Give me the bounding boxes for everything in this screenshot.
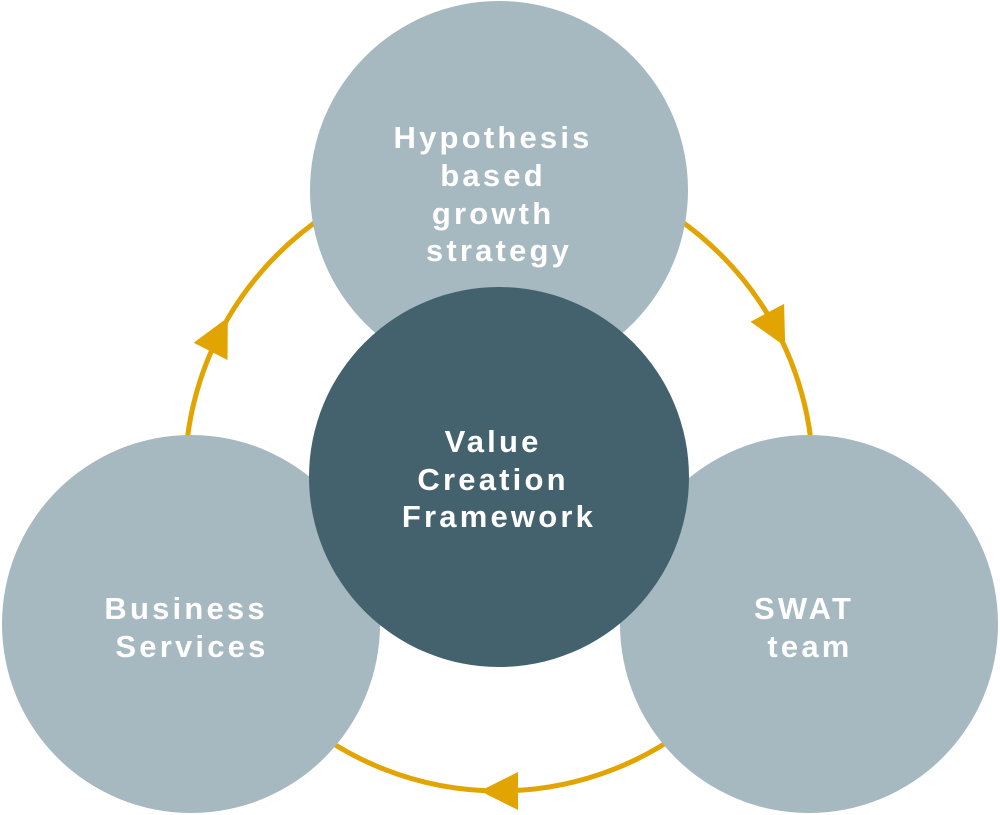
node-swat-circle bbox=[620, 435, 998, 813]
node-business-services: Business Services bbox=[2, 435, 380, 813]
label-line: team bbox=[767, 629, 852, 664]
node-swat: SWAT team bbox=[620, 435, 998, 813]
label-line: Creation bbox=[417, 462, 568, 497]
label-line: growth bbox=[432, 196, 555, 231]
label-line: Hypothesis bbox=[394, 120, 593, 155]
node-business-services-label: Business Services bbox=[104, 591, 279, 664]
label-line: Services bbox=[115, 629, 268, 664]
label-line: based bbox=[440, 158, 546, 193]
center-circle bbox=[309, 287, 689, 667]
node-hypothesis: Hypothesis based growth strategy bbox=[310, 1, 688, 379]
label-line: Value bbox=[445, 424, 542, 459]
node-hypothesis-circle bbox=[310, 1, 688, 379]
arrow-swat-to-business-services-icon bbox=[480, 772, 518, 810]
label-line: Business bbox=[104, 591, 267, 626]
label-line: strategy bbox=[426, 233, 572, 268]
label-line: SWAT bbox=[754, 591, 854, 626]
label-line: Framework bbox=[402, 499, 596, 534]
node-center: Value Creation Framework bbox=[309, 287, 689, 667]
node-hypothesis-label: Hypothesis based growth strategy bbox=[394, 120, 605, 268]
node-swat-label: SWAT team bbox=[754, 591, 866, 664]
center-label: Value Creation Framework bbox=[402, 424, 596, 534]
arrow-hypothesis-to-swat-icon bbox=[750, 303, 786, 347]
arrow-business-services-to-hypothesis-icon bbox=[193, 317, 228, 360]
node-business-services-circle bbox=[2, 435, 380, 813]
